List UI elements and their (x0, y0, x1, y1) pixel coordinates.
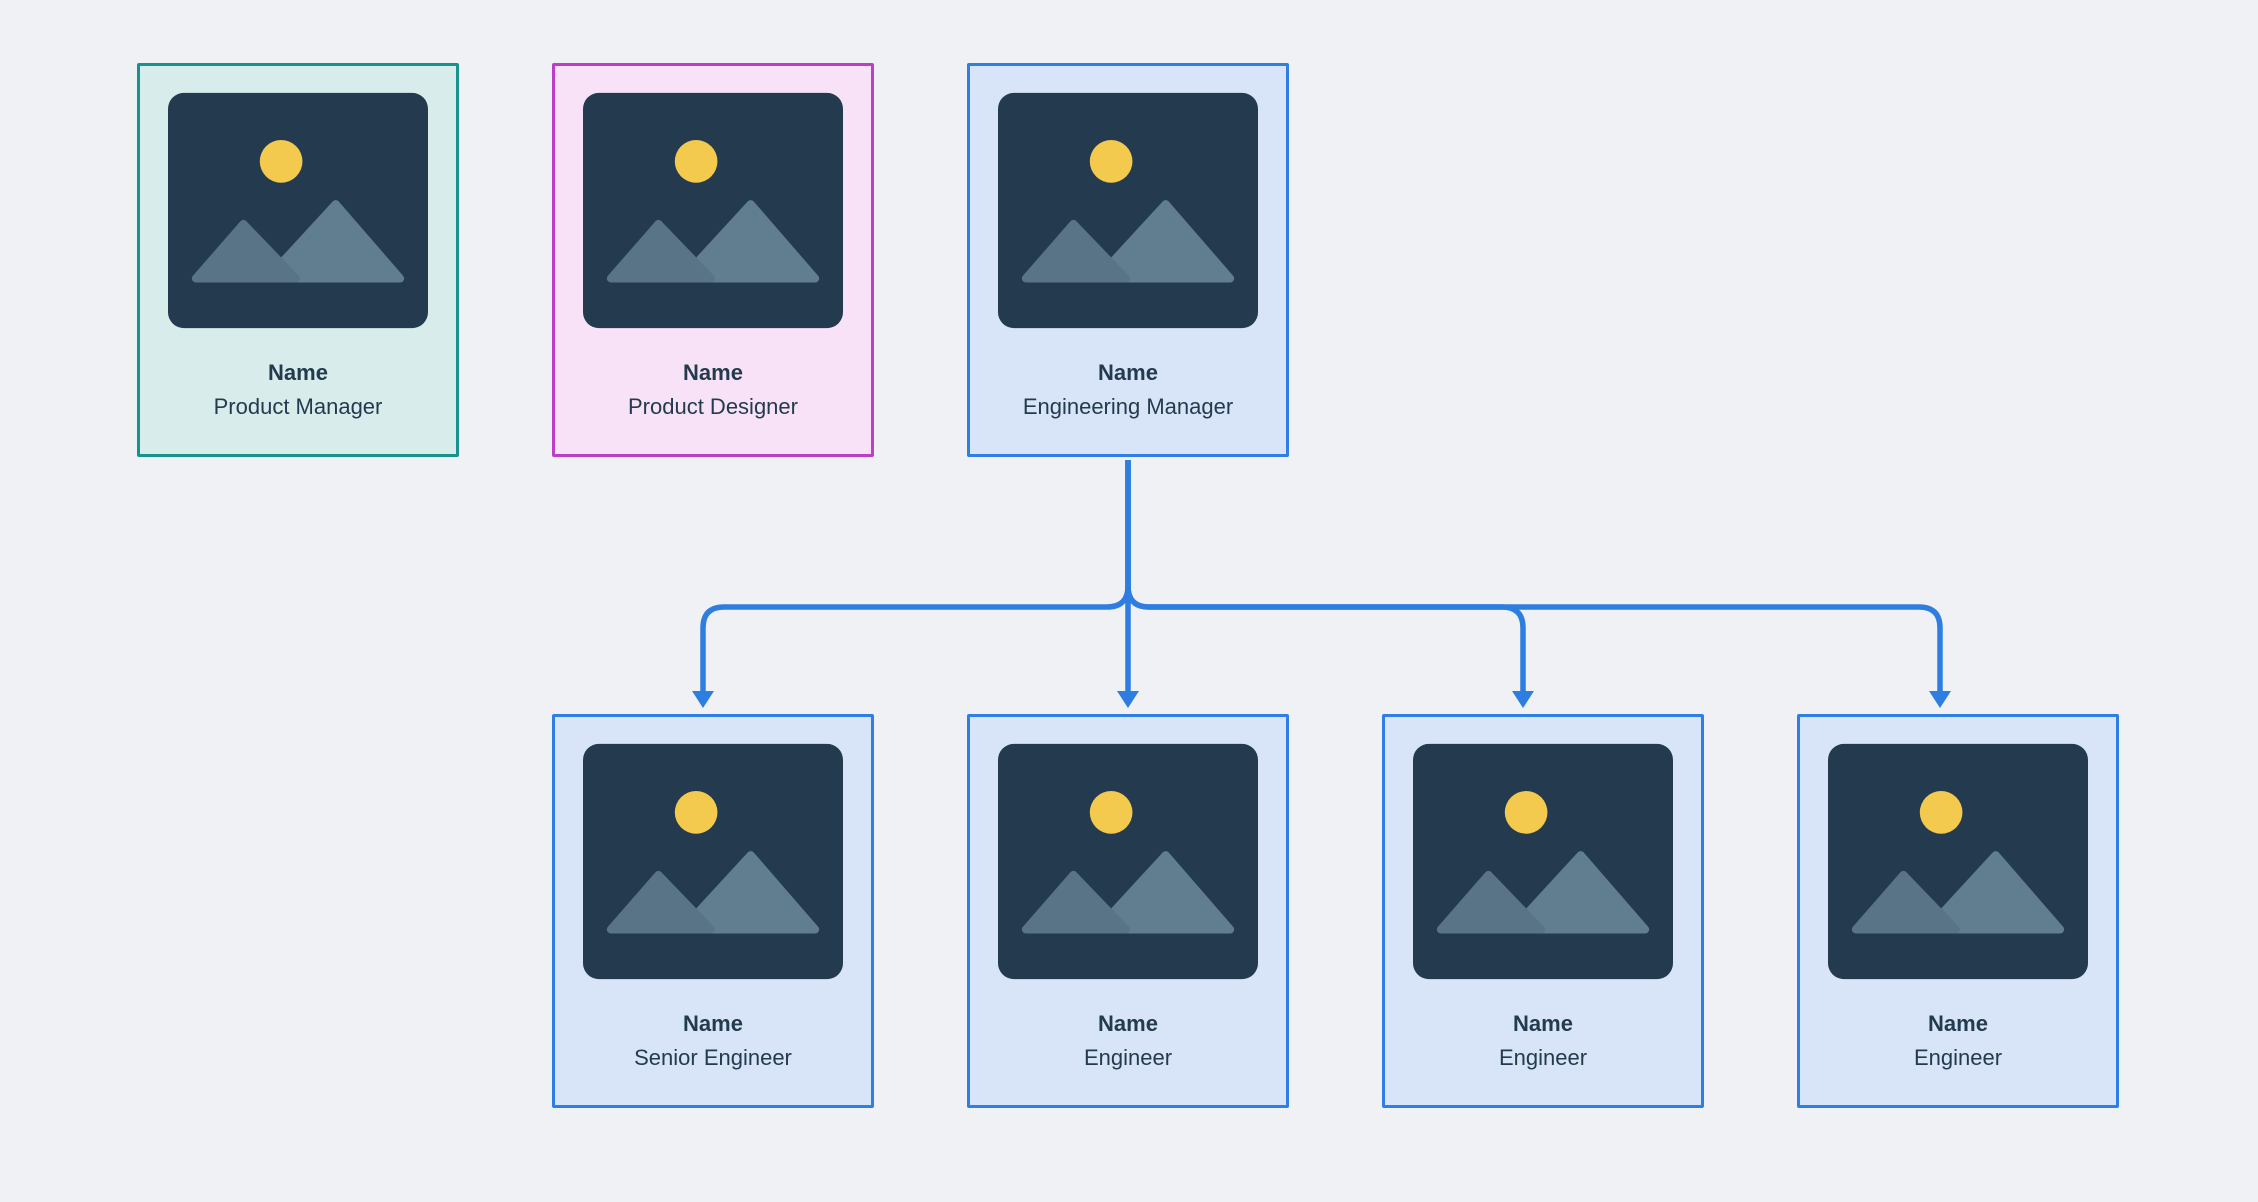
image-placeholder-icon (998, 92, 1258, 329)
mountain-icon (1436, 870, 1545, 934)
connector-em-to-senior-engineer (692, 460, 1131, 708)
member-role: Engineer (1083, 1045, 1173, 1070)
mountain-icon (1021, 870, 1130, 934)
image-placeholder-icon (583, 743, 843, 980)
card-text: Name Engineer (1800, 1007, 2116, 1075)
sun-icon (1089, 791, 1133, 834)
connector-em-to-engineer-2 (1125, 460, 1534, 708)
card-text: Name Engineer (1385, 1007, 1701, 1075)
member-role: Product Manager (213, 394, 383, 419)
sun-icon (674, 791, 718, 834)
image-placeholder-icon (168, 92, 428, 329)
photo-frame (583, 743, 843, 980)
member-role: Engineering Manager (1022, 394, 1234, 419)
card-text: Name Engineer (970, 1007, 1286, 1075)
photo-frame (998, 92, 1258, 329)
card-engineering-manager[interactable]: Name Engineering Manager (967, 63, 1289, 457)
connector-em-to-engineer-3 (1125, 460, 1951, 708)
member-role: Senior Engineer (634, 1045, 792, 1070)
member-name: Name (683, 360, 743, 385)
mountain-icon (263, 200, 405, 283)
mountain-icon (191, 219, 300, 283)
mountain-icon (1021, 219, 1130, 283)
image-placeholder-icon (583, 92, 843, 329)
photo-frame (1828, 743, 2088, 980)
image-placeholder-icon (1413, 743, 1673, 980)
card-text: Name Engineering Manager (970, 356, 1286, 424)
card-engineer-2[interactable]: Name Engineer (1382, 714, 1704, 1108)
mountain-icon (1093, 851, 1235, 934)
member-name: Name (1513, 1011, 1573, 1036)
sun-icon (674, 140, 718, 183)
member-name: Name (268, 360, 328, 385)
card-engineer-3[interactable]: Name Engineer (1797, 714, 2119, 1108)
mountain-icon (1851, 870, 1960, 934)
image-placeholder-icon (1828, 743, 2088, 980)
sun-icon (1919, 791, 1963, 834)
sun-icon (1504, 791, 1548, 834)
photo-frame (1413, 743, 1673, 980)
image-placeholder-icon (998, 743, 1258, 980)
card-product-manager[interactable]: Name Product Manager (137, 63, 459, 457)
mountain-icon (1093, 200, 1235, 283)
photo-frame (583, 92, 843, 329)
sun-icon (259, 140, 303, 183)
member-name: Name (1928, 1011, 1988, 1036)
member-role: Engineer (1913, 1045, 2003, 1070)
member-role: Engineer (1498, 1045, 1588, 1070)
card-senior-engineer[interactable]: Name Senior Engineer (552, 714, 874, 1108)
arrow-down-icon (1929, 691, 1951, 708)
mountain-icon (1508, 851, 1650, 934)
member-role: Product Designer (628, 394, 798, 419)
member-name: Name (683, 1011, 743, 1036)
mountain-icon (678, 851, 820, 934)
mountain-icon (678, 200, 820, 283)
mountain-icon (1923, 851, 2065, 934)
photo-frame (168, 92, 428, 329)
arrow-down-icon (1117, 691, 1139, 708)
arrow-down-icon (1512, 691, 1534, 708)
card-text: Name Senior Engineer (555, 1007, 871, 1075)
card-engineer-1[interactable]: Name Engineer (967, 714, 1289, 1108)
arrow-down-icon (692, 691, 714, 708)
card-text: Name Product Designer (555, 356, 871, 424)
photo-frame (998, 743, 1258, 980)
sun-icon (1089, 140, 1133, 183)
mountain-icon (606, 219, 715, 283)
member-name: Name (1098, 360, 1158, 385)
card-text: Name Product Manager (140, 356, 456, 424)
member-name: Name (1098, 1011, 1158, 1036)
card-product-designer[interactable]: Name Product Designer (552, 63, 874, 457)
mountain-icon (606, 870, 715, 934)
